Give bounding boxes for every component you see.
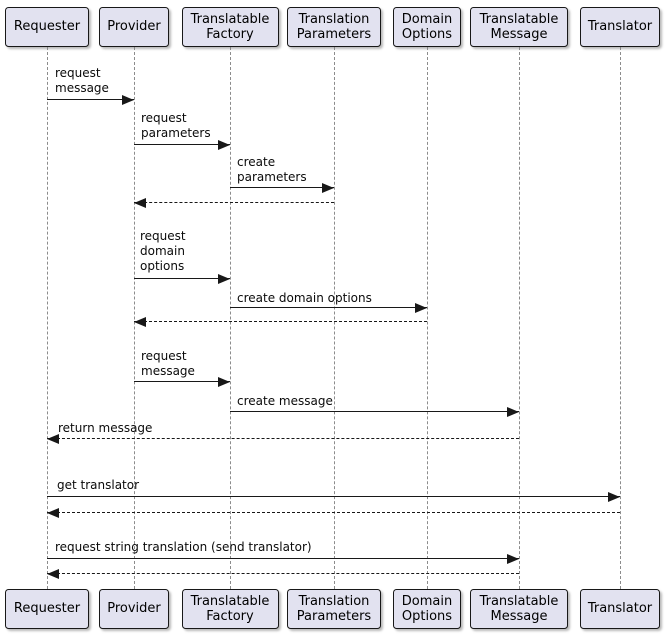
message-label: create message <box>237 394 333 408</box>
arrowhead-icon <box>122 95 134 105</box>
message-label: create parameters <box>237 155 307 184</box>
message-line-return <box>134 321 427 322</box>
message-line-call <box>134 144 230 145</box>
lifeline-requester <box>47 47 48 589</box>
participant-box-top-domain-options: Domain Options <box>393 7 461 47</box>
message-line-return <box>47 573 519 574</box>
arrowhead-icon <box>134 198 146 208</box>
participant-label: Translator <box>587 19 653 35</box>
lifeline-domain-options <box>427 47 428 589</box>
participant-box-top-provider: Provider <box>99 7 169 47</box>
participant-label: Requester <box>13 601 81 617</box>
arrowhead-icon <box>47 508 59 518</box>
message-line-return <box>47 512 620 513</box>
participant-box-top-requester: Requester <box>5 7 89 47</box>
message-line-call <box>134 278 230 279</box>
message-line-return <box>47 438 519 439</box>
participant-box-bottom-translation-parameters: Translation Parameters <box>287 589 381 629</box>
arrowhead-icon <box>218 274 230 284</box>
arrowhead-icon <box>507 407 519 417</box>
participant-box-top-translatable-factory: Translatable Factory <box>181 7 279 47</box>
message-label: create domain options <box>237 291 372 305</box>
participant-box-bottom-translator: Translator <box>580 589 660 629</box>
arrowhead-icon <box>47 434 59 444</box>
participant-box-top-translatable-message: Translatable Message <box>470 7 568 47</box>
message-line-call <box>47 99 134 100</box>
message-label: request message <box>55 66 109 95</box>
arrowhead-icon <box>608 492 620 502</box>
message-label: return message <box>58 421 153 435</box>
message-label: get translator <box>57 478 140 492</box>
arrowhead-icon <box>134 317 146 327</box>
participant-box-bottom-requester: Requester <box>5 589 89 629</box>
lifeline-translation-parameters <box>334 47 335 589</box>
message-label: request string translation (send transla… <box>55 540 312 554</box>
participant-label: Translatable Message <box>479 11 559 43</box>
arrowhead-icon <box>218 140 230 150</box>
message-line-call <box>230 187 334 188</box>
participant-box-bottom-translatable-factory: Translatable Factory <box>181 589 279 629</box>
message-label: request parameters <box>141 111 211 140</box>
participant-label: Provider <box>107 19 161 35</box>
arrowhead-icon <box>47 569 59 579</box>
message-line-call <box>47 496 620 497</box>
participant-label: Translation Parameters <box>296 593 372 625</box>
participant-label: Provider <box>107 601 161 617</box>
lifeline-translatable-factory <box>230 47 231 589</box>
participant-box-top-translator: Translator <box>580 7 660 47</box>
lifeline-translator <box>620 47 621 589</box>
participant-label: Translatable Message <box>479 593 559 625</box>
participant-box-top-translation-parameters: Translation Parameters <box>287 7 381 47</box>
participant-label: Translation Parameters <box>296 11 372 43</box>
participant-box-bottom-provider: Provider <box>99 589 169 629</box>
message-line-call <box>230 307 427 308</box>
message-label: request domain options <box>140 229 186 273</box>
participant-box-bottom-translatable-message: Translatable Message <box>470 589 568 629</box>
participant-label: Domain Options <box>401 11 453 43</box>
message-line-return <box>134 202 334 203</box>
participant-box-bottom-domain-options: Domain Options <box>393 589 461 629</box>
participant-label: Translatable Factory <box>190 593 270 625</box>
participant-label: Requester <box>13 19 81 35</box>
arrowhead-icon <box>218 377 230 387</box>
message-line-call <box>134 381 230 382</box>
arrowhead-icon <box>507 554 519 564</box>
participant-label: Translator <box>587 601 653 617</box>
participant-label: Domain Options <box>401 593 453 625</box>
message-label: request message <box>141 349 195 378</box>
lifeline-translatable-message <box>519 47 520 589</box>
message-line-call <box>47 558 519 559</box>
participant-label: Translatable Factory <box>190 11 270 43</box>
message-line-call <box>230 411 519 412</box>
arrowhead-icon <box>322 183 334 193</box>
arrowhead-icon <box>415 303 427 313</box>
